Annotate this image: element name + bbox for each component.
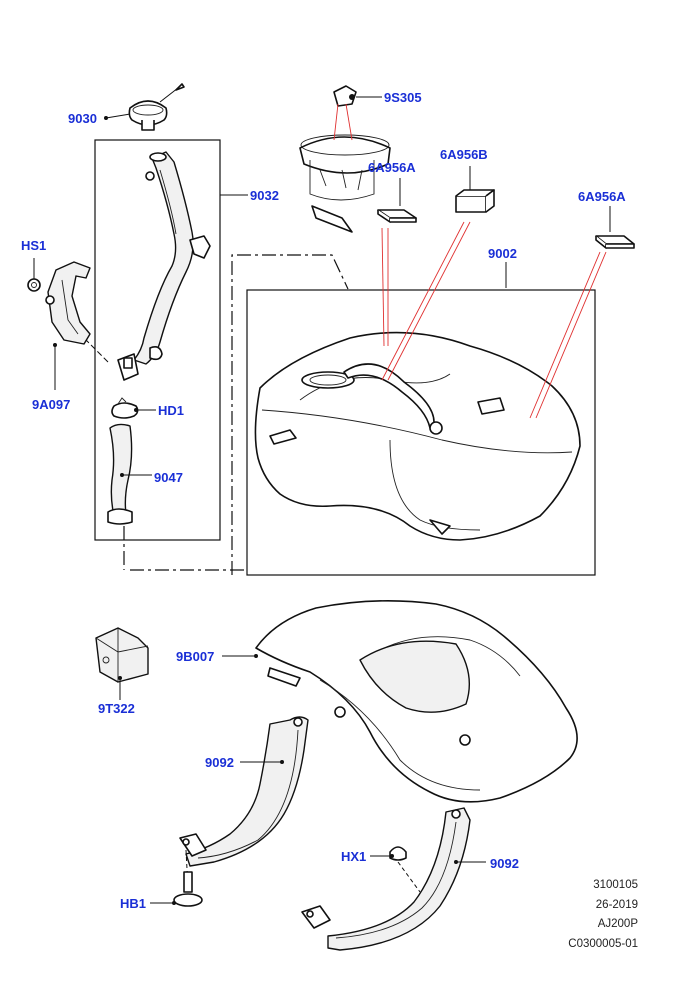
label-pad-3[interactable] <box>595 235 635 249</box>
label-hs1[interactable]: HS1 <box>21 238 46 253</box>
label-pad-2[interactable] <box>455 189 495 213</box>
label-hx1[interactable]: HX1 <box>341 849 366 864</box>
tank-strap-1[interactable] <box>179 716 309 867</box>
filler-cap[interactable] <box>128 83 185 131</box>
hose-clamp[interactable] <box>111 397 139 419</box>
leader-lines <box>33 96 611 905</box>
label-9002[interactable]: 9002 <box>488 246 517 261</box>
filler-hose[interactable] <box>107 423 133 525</box>
label-9a097[interactable]: 9A097 <box>32 397 70 412</box>
reference-line-4: C0300005-01 <box>568 937 638 950</box>
fuel-tank[interactable] <box>254 331 581 541</box>
fuel-pump-sender[interactable] <box>299 85 391 233</box>
label-9047[interactable]: 9047 <box>154 470 183 485</box>
label-9032[interactable]: 9032 <box>250 188 279 203</box>
hs1-bolt[interactable] <box>27 278 41 292</box>
tank-strap-2[interactable] <box>301 807 471 951</box>
label-6a956a-right[interactable]: 6A956A <box>578 189 626 204</box>
label-9092-upper[interactable]: 9092 <box>205 755 234 770</box>
bolt-hb1[interactable] <box>173 849 203 907</box>
reference-line-2: 26-2019 <box>595 898 638 911</box>
fuel-tank-group <box>130 221 607 576</box>
label-9b007[interactable]: 9B007 <box>176 649 214 664</box>
label-hd1[interactable]: HD1 <box>158 403 184 418</box>
reference-line-3: AJ200P <box>597 918 638 930</box>
label-9s305[interactable]: 9S305 <box>384 90 422 105</box>
reference-line-1: 3100105 <box>593 879 638 891</box>
bracket-9t322[interactable] <box>95 627 149 683</box>
filler-neck-box <box>94 139 221 541</box>
filler-neck-tube[interactable] <box>117 151 211 381</box>
label-6a956a-left[interactable]: 6A956A <box>368 160 416 175</box>
label-9092-lower[interactable]: 9092 <box>490 856 519 871</box>
heat-shield[interactable] <box>45 261 91 345</box>
reference-block: 3100105 26-2019 AJ200P C0300005-01 <box>568 876 638 954</box>
tank-shield[interactable] <box>255 600 578 803</box>
label-pad-1[interactable] <box>377 209 417 223</box>
filler-neck-group <box>55 83 221 570</box>
part-labels: 9030 9S305 6A956A 6A956B 6A956A 9032 HS1… <box>21 90 626 911</box>
fuel-tank-box <box>246 289 596 576</box>
nut-hx1[interactable] <box>389 846 421 893</box>
label-9030[interactable]: 9030 <box>68 111 97 126</box>
label-6a956b[interactable]: 6A956B <box>440 147 488 162</box>
label-9t322[interactable]: 9T322 <box>98 701 135 716</box>
label-hb1[interactable]: HB1 <box>120 896 146 911</box>
